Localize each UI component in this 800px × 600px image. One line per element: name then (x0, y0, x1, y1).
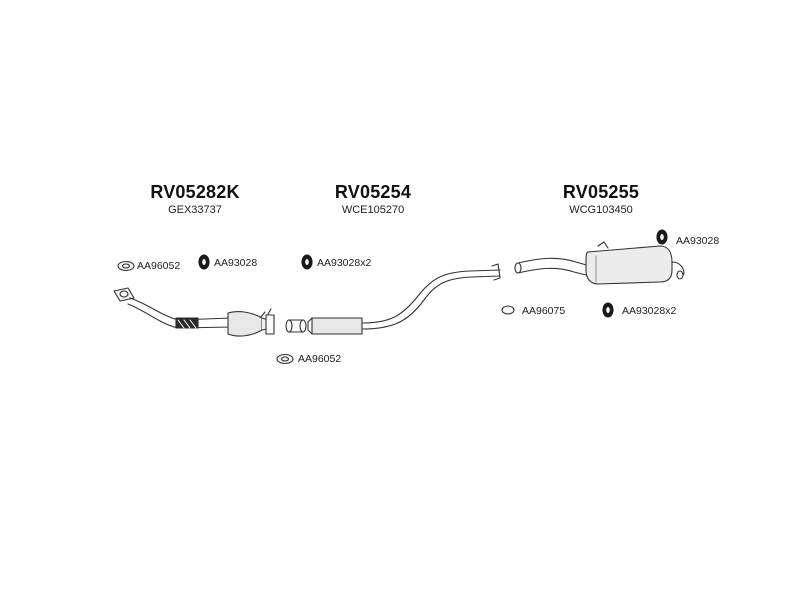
rubber-hanger-icon[interactable] (198, 254, 210, 270)
ref-label-hanger-rear-bottom: AA93028x2 (622, 305, 677, 317)
ref-label-gasket-front: AA96052 (137, 260, 181, 272)
part-code: RV05254 (334, 182, 412, 202)
ref-label-hanger-rear-top: AA93028 (676, 235, 720, 247)
ref-label-hanger-front: AA93028 (214, 257, 258, 269)
rubber-hanger-icon[interactable] (301, 254, 313, 270)
ref-label-hanger-middle: AA93028x2 (317, 257, 372, 269)
part-code: RV05255 (562, 182, 640, 202)
part-code: RV05282K (150, 182, 240, 202)
section-rear-silencer[interactable]: RV05255 WCG103450 (521, 182, 681, 216)
part-ref: WCE105270 (341, 204, 405, 216)
gasket-icon[interactable] (276, 353, 294, 365)
rubber-hanger-icon[interactable] (656, 229, 668, 245)
rear-silencer-part[interactable] (514, 241, 685, 285)
gasket-icon[interactable] (501, 305, 515, 315)
section-front-pipe[interactable]: RV05282K GEX33737 (115, 182, 275, 216)
section-middle-pipe[interactable]: RV05254 WCE105270 (293, 182, 453, 216)
gasket-icon[interactable] (117, 260, 135, 272)
middle-pipe-part[interactable] (285, 263, 501, 335)
ref-label-gasket-lower: AA96052 (298, 353, 342, 365)
front-pipe-part[interactable] (113, 287, 275, 337)
rubber-hanger-icon[interactable] (602, 302, 614, 318)
part-ref: WCG103450 (569, 204, 633, 216)
part-ref: GEX33737 (168, 204, 222, 216)
ref-label-gasket-rear: AA96075 (522, 305, 566, 317)
